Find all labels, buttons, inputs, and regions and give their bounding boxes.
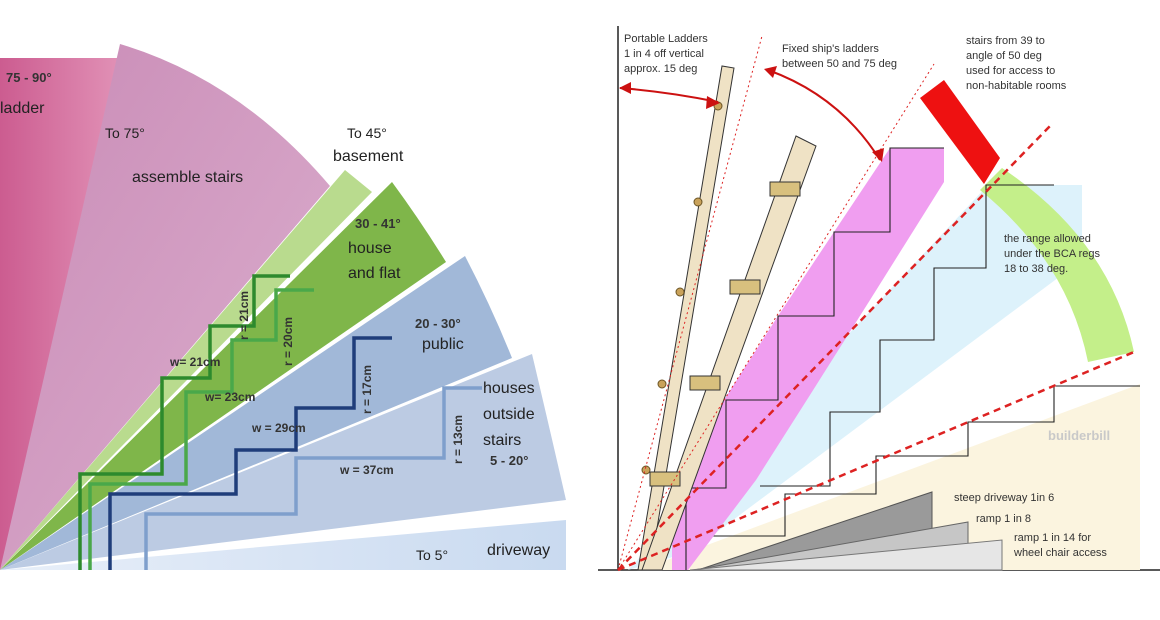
guide-line-18 — [617, 350, 1135, 572]
label-ship-2: between 50 and 75 deg — [782, 58, 897, 70]
band-low-range — [640, 384, 1140, 570]
right-diagram — [598, 26, 1160, 572]
label-stairs-2: angle of 50 deg — [966, 50, 1042, 62]
guide-line-38 — [617, 125, 1051, 571]
band-ship-stair — [672, 148, 944, 570]
ladder-rung — [729, 279, 761, 295]
sector-public — [0, 256, 512, 570]
band-non-habitable-stairs — [920, 80, 1000, 184]
watermark-builderbill: builderbill — [1048, 428, 1110, 443]
label-ramp-1-in-14-1: ramp 1 in 14 for — [1014, 532, 1091, 544]
dim-r13: r = 13cm — [451, 415, 465, 464]
label-portable-1: Portable Ladders — [624, 33, 708, 45]
label-outside: outside — [483, 406, 535, 423]
label-outside-range: 5 - 20° — [490, 453, 528, 468]
arrowhead-portable-left — [619, 82, 631, 94]
dim-r17: r = 17cm — [360, 365, 374, 414]
dim-r21: r = 21cm — [237, 291, 251, 340]
label-portable-2: 1 in 4 off vertical — [624, 48, 704, 60]
label-house: house — [348, 240, 392, 257]
sector-assemble-stairs — [0, 44, 330, 570]
dim-w29: w = 29cm — [251, 421, 306, 435]
arrowhead-ship-left — [764, 66, 777, 78]
label-ladder-range: 75 - 90° — [6, 70, 52, 85]
stair-profile-bca — [700, 385, 1140, 537]
left-angle-fan — [0, 44, 566, 570]
label-to-75: To 75° — [105, 125, 145, 141]
sector-driveway — [0, 520, 566, 570]
label-steep-driveway: steep driveway 1in 6 — [954, 492, 1054, 504]
guide-line-75 — [617, 35, 763, 571]
label-houses: houses — [483, 380, 535, 397]
dim-r20: r = 20cm — [281, 317, 295, 366]
sector-houses-outside — [0, 354, 566, 570]
sector-basement — [0, 170, 372, 570]
label-public-range: 20 - 30° — [415, 316, 461, 331]
ladder-bolt — [675, 287, 685, 297]
label-to-45: To 45° — [347, 125, 387, 141]
arrowhead-ship-right — [872, 148, 884, 162]
label-house-range: 30 - 41° — [355, 216, 401, 231]
stair-profile-r21 — [78, 274, 290, 570]
label-ramp-1-in-8: ramp 1 in 8 — [976, 513, 1031, 525]
ladder-bolt — [657, 379, 667, 389]
label-stairs-1: stairs from 39 to — [966, 35, 1045, 47]
arrow-ship-range — [767, 69, 881, 161]
ramp-1-in-14 — [689, 539, 1003, 571]
label-and-flat: and flat — [348, 265, 401, 282]
label-stairs-3: used for access to — [966, 65, 1055, 77]
label-driveway: driveway — [487, 542, 550, 559]
dim-w23: w= 23cm — [204, 390, 255, 404]
label-stairs-4: non-habitable rooms — [966, 80, 1067, 92]
label-bca-3: 18 to 38 deg. — [1004, 263, 1068, 275]
arc-bca-range — [980, 168, 1134, 362]
label-ladder: ladder — [0, 100, 45, 117]
label-bca-2: under the BCA regs — [1004, 248, 1101, 260]
label-portable-3: approx. 15 deg — [624, 63, 697, 75]
label-basement: basement — [333, 148, 404, 165]
label-to-5: To 5° — [416, 547, 448, 563]
label-ramp-1-in-14-2: wheel chair access — [1013, 547, 1107, 559]
dim-w21: w= 21cm — [169, 355, 220, 369]
label-stairs: stairs — [483, 432, 521, 449]
stair-profile-r20 — [88, 288, 314, 570]
stair-profile-mid — [760, 184, 1054, 487]
arrow-portable-range — [619, 87, 719, 103]
ship-ladder — [641, 135, 817, 571]
label-bca-1: the range allowed — [1004, 233, 1091, 245]
label-assemble-stairs: assemble stairs — [132, 169, 243, 186]
label-ship-1: Fixed ship's ladders — [782, 43, 879, 55]
arrowhead-portable-right — [706, 96, 720, 109]
label-public: public — [422, 336, 464, 353]
stair-profile-r17 — [108, 336, 392, 570]
stair-profile-r13 — [144, 386, 482, 570]
ladder-rung — [649, 471, 681, 487]
ladder-rung — [689, 375, 721, 391]
ladder-bolt — [693, 197, 703, 207]
stair-profile-steep — [685, 147, 944, 570]
dim-w37: w = 37cm — [339, 463, 394, 477]
ladder-rung — [769, 181, 801, 197]
